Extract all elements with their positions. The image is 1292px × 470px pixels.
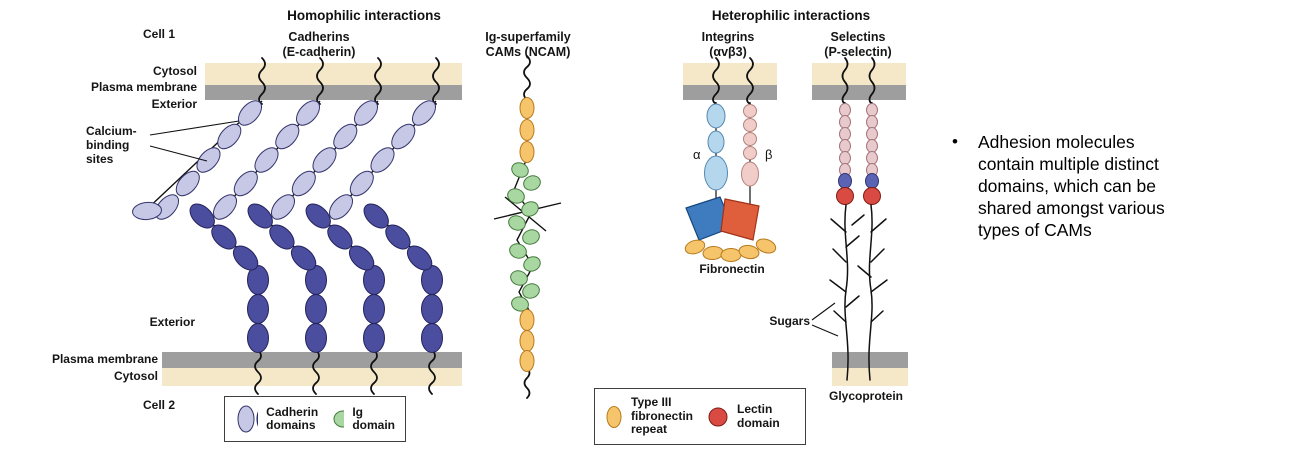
glycoprotein-tree: [829, 204, 888, 381]
bottom-membrane-cadherin: [162, 352, 462, 386]
homophilic-title: Homophilic interactions: [287, 8, 441, 23]
cadherin-dark-molecules: [185, 198, 443, 353]
selectins-title: Selectins (P-selectin): [824, 30, 892, 59]
sugars-pointer-lines: [811, 302, 839, 337]
glycoprotein-label: Glycoprotein: [828, 389, 904, 403]
type3-fibronectin-repeat-icon: [606, 405, 622, 428]
selectin-molecules: [836, 57, 881, 205]
exterior-top-label: Exterior: [151, 97, 197, 111]
heterophilic-title: Heterophilic interactions: [711, 8, 871, 23]
cytosol-top-label: Cytosol: [152, 64, 197, 78]
ig-domain-label: Ig domain: [352, 404, 395, 432]
type3-fibronectin-repeat-label: Type III fibronectin repeat: [631, 395, 693, 437]
lectin-domain-label: Lectin domain: [737, 402, 780, 430]
alpha-subunit-label: α: [693, 147, 701, 162]
integrin-molecule: [685, 57, 760, 241]
top-membrane-selectin: [812, 63, 906, 100]
bullet-text: Adhesion molecules contain multiple dist…: [977, 132, 1165, 240]
ig-domain-icon: [333, 410, 345, 428]
cadherin-domains-icon: [237, 405, 259, 433]
cadherins-title: Cadherins (E-cadherin): [282, 30, 356, 59]
cadherin-domains-label: Cadherin domains: [266, 404, 319, 432]
ncam-molecule: [493, 55, 562, 399]
integrins-title: Integrins (αvβ3): [701, 30, 755, 59]
plasma-membrane-bottom-label: Plasma membrane: [51, 352, 158, 366]
cell1-label: Cell 1: [143, 27, 176, 41]
ncam-title: Ig-superfamily CAMs (NCAM): [485, 30, 571, 59]
top-membrane-integrin: [683, 63, 777, 100]
calcium-pointer-lines: [149, 120, 240, 162]
plasma-membrane-top-label: Plasma membrane: [90, 80, 197, 94]
legend-fibronectin-lectin: Type III fibronectin repeat Lectin domai…: [594, 388, 806, 445]
cadherin-light-molecules: [131, 96, 441, 224]
exterior-bottom-label: Exterior: [149, 315, 195, 329]
calcium-binding-label: Calcium- binding sites: [86, 124, 137, 167]
legend-cadherin-ig: Cadherin domains Ig domain: [224, 396, 406, 442]
cell2-label: Cell 2: [143, 398, 176, 412]
sugars-label: Sugars: [769, 314, 810, 328]
fibronectin-label: Fibronectin: [699, 262, 765, 276]
beta-subunit-label: β: [765, 147, 773, 162]
bullet-marker: •: [952, 132, 958, 151]
fibronectin-ovals: [682, 235, 779, 262]
bullet-note: • Adhesion molecules contain multiple di…: [952, 131, 1196, 241]
cytosol-bottom-label: Cytosol: [113, 369, 158, 383]
top-membrane-cadherin: [205, 63, 462, 100]
cadherin-membrane-anchors: [254, 57, 440, 395]
lectin-domain-icon: [708, 407, 728, 426]
